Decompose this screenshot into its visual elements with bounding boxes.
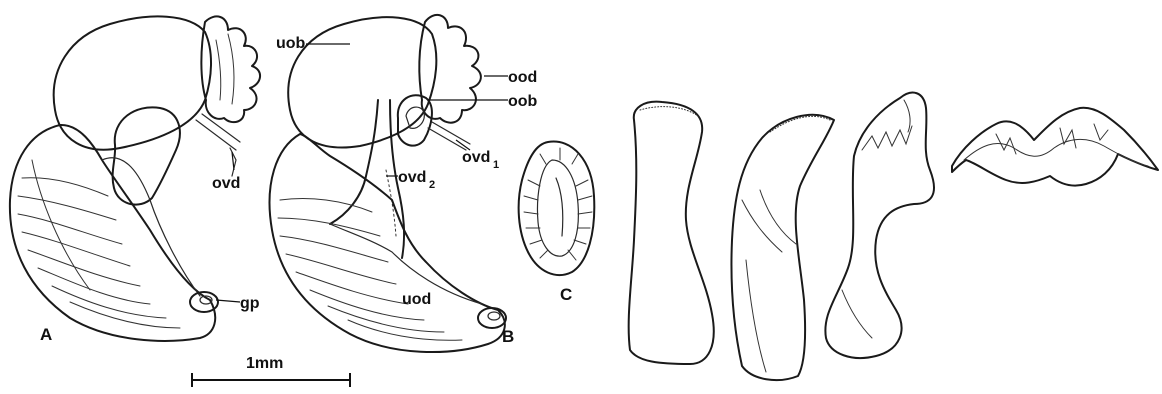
label-ovd1-subscript: 1 [493,159,499,171]
drawing-c-inner-fold [538,160,579,256]
panel-label-a: A [40,325,52,344]
label-ovd2-subscript: 2 [429,179,435,191]
drawing-c-outline [519,142,595,276]
drawing-b-oviduct-dotted [386,170,396,236]
drawing-b-genital-pore-inner [488,312,500,320]
panel-label-c: C [560,285,572,304]
label-uob: uob [276,35,306,52]
drawing-a-lobe-line-2 [228,34,234,104]
drawing-c-cavity [556,178,563,236]
label-ovd: ovd [212,175,240,192]
panel-label-b: B [502,327,514,346]
label-gp: gp [240,295,260,312]
scale-bar-label: 1mm [246,355,283,372]
scale-bar: 1mm [192,355,350,387]
drawing-c [519,142,595,276]
sclerite-2 [731,115,834,380]
drawing-b-oob [398,95,432,145]
drawing-b-oob-inner [406,107,424,128]
drawing-b-lower-sac [270,134,505,352]
sclerite-3 [825,93,934,358]
gp-leader [216,300,240,302]
drawing-a-ribs [18,160,180,328]
label-uod: uod [402,291,431,308]
label-ovd1: ovd [462,149,490,166]
label-ood: ood [508,69,537,86]
drawing-b [270,15,506,352]
label-ovd2: ovd [398,169,426,186]
label-oob: oob [508,93,538,110]
drawing-a-collar [102,158,200,296]
drawing-b-genital-pore [478,308,506,328]
drawing-c-folds [524,148,592,260]
drawing-a-lobe-line-1 [216,40,221,100]
sclerite-1 [629,102,714,364]
sclerite-4 [952,108,1158,186]
drawing-a-genital-pore [190,292,218,312]
